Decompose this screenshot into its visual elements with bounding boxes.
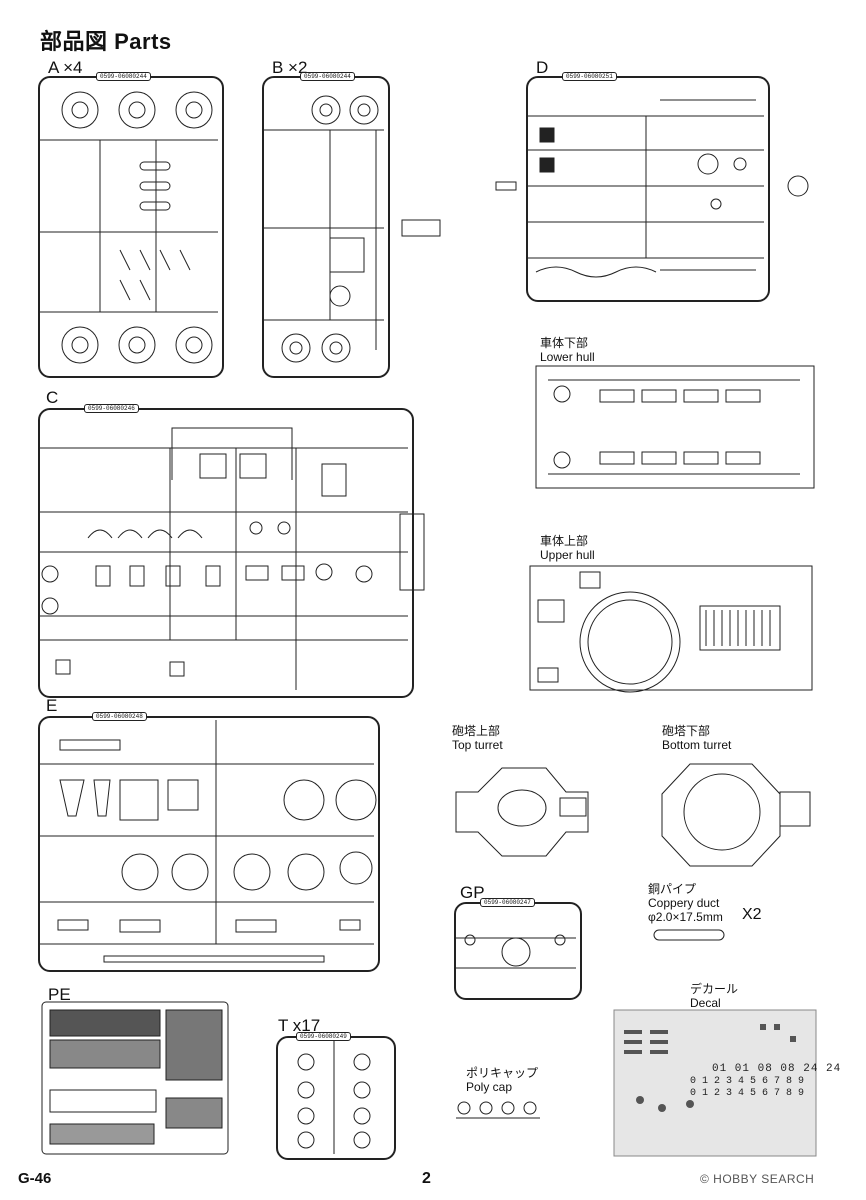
page-title: 部品図 Parts (40, 29, 172, 54)
sprue-pe-label: PE (48, 985, 71, 1004)
bottom-turret-caption: 砲塔下部 Bottom turret (662, 724, 731, 752)
sprue-d-frame: 0599-06080251 (526, 72, 770, 302)
sprue-gp-frame: 0599-06080247 (454, 898, 582, 1000)
sprue-c-code: 0599-06080246 (84, 404, 139, 413)
sprue-e-frame: 0599-06080248 (38, 712, 380, 972)
sprue-e-code: 0599-06080248 (92, 712, 147, 721)
copper-duct-size: φ2.0×17.5mm (648, 910, 723, 924)
top-turret-art (455, 767, 589, 857)
sprue-t-code: 0599-06080249 (296, 1032, 351, 1041)
sprue-t-label: T x17 (278, 1016, 321, 1035)
lower-hull-art (535, 365, 815, 489)
sprue-e-label: E (46, 696, 58, 715)
sprue-c-art (40, 427, 425, 690)
decal-en: Decal (690, 996, 721, 1010)
decal-numbers-line2: 0 1 2 3 4 5 6 7 8 9 (690, 1076, 805, 1087)
sprue-b-label: B ×2 (272, 58, 308, 77)
sprue-d-label: D (536, 58, 549, 77)
sprue-c-label: C (46, 388, 59, 407)
manual-code: G-46 (18, 1170, 52, 1187)
top-turret-en: Top turret (452, 738, 503, 752)
lower-hull-jp: 車体下部 (540, 336, 589, 350)
sprue-e-art (40, 720, 377, 963)
bottom-turret-art (661, 763, 811, 867)
copper-duct-art (653, 929, 725, 941)
poly-cap-art (456, 1101, 540, 1119)
sprue-t-art (297, 1040, 371, 1154)
sprue-a-code: 0599-06080244 (96, 72, 151, 81)
sprue-d-code: 0599-06080251 (562, 72, 617, 81)
sprue-b-art (264, 95, 441, 363)
decal-numbers-line3: 0 1 2 3 4 5 6 7 8 9 (690, 1088, 805, 1099)
sprue-b-code: 0599-06080244 (300, 72, 355, 81)
lower-hull-caption: 車体下部 Lower hull (540, 336, 595, 364)
bottom-turret-jp: 砲塔下部 (662, 724, 711, 738)
decal-caption: デカール Decal (690, 982, 738, 1010)
sprue-t-frame: 0599-06080249 (276, 1032, 396, 1160)
upper-hull-art (529, 565, 813, 693)
pe-fret-art (41, 1001, 229, 1155)
copper-duct-en: Coppery duct (648, 896, 720, 910)
top-turret-jp: 砲塔上部 (452, 724, 501, 738)
decal-jp: デカール (690, 982, 739, 996)
poly-cap-en: Poly cap (466, 1080, 513, 1094)
copper-duct-qty: X2 (742, 906, 762, 923)
sprue-gp-label: GP (460, 883, 485, 902)
copper-duct-caption: 銅パイプ Coppery duct φ2.0×17.5mm (648, 882, 723, 924)
lower-hull-en: Lower hull (540, 350, 595, 364)
watermark: © HOBBY SEARCH (700, 1172, 815, 1186)
decal-sheet-art (613, 1009, 817, 1157)
upper-hull-en: Upper hull (540, 548, 595, 562)
bottom-turret-en: Bottom turret (662, 738, 732, 752)
top-turret-caption: 砲塔上部 Top turret (452, 724, 503, 752)
page-number: 2 (422, 1170, 431, 1187)
sprue-gp-code: 0599-06080247 (480, 898, 535, 907)
copper-duct-jp: 銅パイプ (648, 882, 697, 896)
poly-cap-jp: ポリキャップ (466, 1066, 539, 1080)
sprue-gp-art (456, 934, 576, 969)
sprue-a-art (40, 91, 218, 364)
sprue-b-frame: 0599-06080244 (262, 72, 390, 378)
upper-hull-caption: 車体上部 Upper hull (540, 534, 595, 562)
upper-hull-jp: 車体上部 (540, 534, 589, 548)
poly-cap-caption: ポリキャップ Poly cap (466, 1066, 538, 1094)
decal-numbers-line1: 01 01 08 08 24 24 (712, 1063, 842, 1075)
sprue-a-label: A ×4 (48, 58, 83, 77)
sprue-d-art (495, 99, 809, 278)
